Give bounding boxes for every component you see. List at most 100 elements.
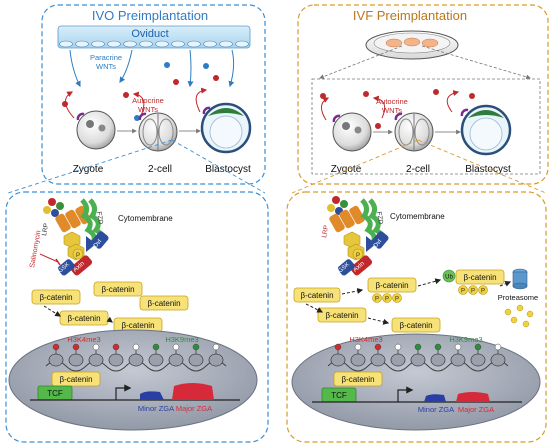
ivf-beta-text-nuclear: β-catenin (341, 375, 374, 384)
ivo-stage-blastocyst: Blastocyst (205, 164, 251, 175)
ivo-tcf-label: TCF (47, 389, 63, 398)
ivf-minor-zga-label: Minor ZGA (418, 405, 454, 414)
ivo-beta-text-3: β-catenin (147, 299, 180, 308)
ivo-beta-box-2 (93, 281, 143, 297)
ivf-p-1c: P (395, 297, 399, 303)
ivf-autocrine-label-1: Autocrine (376, 97, 408, 106)
ivo-autocrine-label-1: Autocrine (132, 96, 164, 105)
ivf-autocrine-arrows (321, 90, 460, 121)
ivo-beta-box-nuclear (51, 371, 101, 387)
ivo-title: IVO Preimplantation (92, 8, 208, 23)
ivo-autocrine-label-2: WNTs (138, 105, 158, 114)
ivf-tcf-label: TCF (331, 391, 347, 400)
ivf-blastocyst (460, 104, 512, 156)
ivo-bottom-panel: Cytomembrane FZD LRP Dvl P Axin GSK (5, 191, 269, 443)
ivf-beta-text-4: β-catenin (325, 311, 358, 320)
ivf-beta-box-1 (293, 287, 341, 303)
ivf-top-panel: IVF Preimplantation Autocrine WNTs (297, 4, 549, 185)
ivo-paracrine-arrows (69, 49, 235, 88)
ivo-beta-text-1: β-catenin (39, 293, 72, 302)
ivf-phospho-group-2: P P P (458, 285, 488, 295)
ivo-minor-zga-label: Minor ZGA (138, 404, 174, 413)
ivo-nucleus: H3K4me3 H3K9me3 β-catenin TCF Minor ZGA … (8, 329, 258, 431)
ivf-top-frame (297, 4, 549, 185)
ivf-zoom-lines (291, 139, 547, 194)
ivo-beta-catenin-group: β-catenin β-catenin β-catenin β-catenin … (31, 281, 189, 333)
ivf-bottom-panel: Cytomembrane FZD LRP Dvl P Axin GSK (286, 191, 547, 443)
oviduct: Oviduct (57, 25, 251, 49)
ivf-p-1a: P (375, 297, 379, 303)
ivo-zoom-lines (7, 139, 266, 194)
chromatin (45, 343, 227, 372)
ivo-beta-text-4: β-catenin (67, 314, 100, 323)
ivf-2cell (394, 112, 434, 152)
ivo-blastocyst (200, 102, 252, 154)
proteasome-label: Proteasome (498, 293, 538, 302)
ivf-receptor-complex: FZD LRP Dvl P Axin GSK (321, 196, 389, 276)
ivf-bottom-frame (286, 191, 547, 443)
ivo-receptor-complex: FZD LRP Dvl P Axin GSK Salinomycin (29, 198, 109, 276)
degraded-fragments (504, 304, 534, 328)
ivf-p-label: P (356, 253, 360, 259)
ivf-autocrine-label-2: WNTs (382, 106, 402, 115)
ivf-nucleus: H3K4me3 H3K9me3 β-catenin TCF Minor ZGA … (291, 333, 541, 431)
ivf-fzd-label: FZD (375, 211, 384, 225)
ivf-beta-box-nuclear (333, 371, 383, 387)
ivf-beta-box-4 (317, 307, 367, 323)
ivf-h3k4me3-label: H3K4me3 (349, 335, 382, 344)
ivf-beta-box-3 (455, 269, 505, 285)
ivf-beta-catenin-group: β-catenin β-catenin P P P Ub β-catenin P… (293, 268, 538, 333)
ivf-major-zga-label: Major ZGA (458, 405, 494, 414)
ivo-beta-arrows (43, 305, 113, 323)
ivo-paracrine-label-1: Paracrine (90, 53, 122, 62)
ivo-stage-zygote: Zygote (73, 164, 104, 175)
ivf-wnt-dots (320, 89, 475, 129)
ivo-cytomembrane-label: Cytomembrane (118, 214, 173, 223)
ivf-beta-box-5 (391, 317, 441, 333)
oviduct-label: Oviduct (131, 28, 168, 40)
ivf-p-2a: P (461, 289, 465, 295)
ivf-zygote (332, 112, 372, 152)
ivf-stage-blastocyst: Blastocyst (465, 164, 511, 175)
ivo-2cell (138, 112, 178, 152)
culture-dish (365, 30, 459, 60)
ivo-top-panel: IVO Preimplantation Oviduct Paracrine WN… (41, 4, 266, 185)
ivo-bottom-frame (5, 191, 269, 443)
ivo-stage-2cell: 2-cell (148, 164, 172, 175)
ivo-fzd-label: FZD (95, 211, 104, 225)
chromatin (327, 343, 509, 372)
ivo-h3k9me3-label: H3K9me3 (165, 335, 198, 344)
ivf-cytomembrane-label: Cytomembrane (390, 212, 445, 221)
ivf-ub-label: Ub (445, 275, 453, 281)
ivo-beta-box-1 (31, 289, 81, 305)
ivf-beta-text-5: β-catenin (399, 321, 432, 330)
ubiquitin-icon (442, 269, 456, 283)
ivf-dish-zoom (311, 45, 541, 175)
ivf-p-2b: P (471, 289, 475, 295)
ivo-beta-text-2: β-catenin (101, 285, 134, 294)
ivo-major-zga-label: Major ZGA (176, 404, 212, 413)
ivo-beta-box-3 (139, 295, 189, 311)
ivf-beta-text-1: β-catenin (300, 291, 333, 300)
ivf-beta-text-2: β-catenin (375, 281, 408, 290)
ivf-p-2c: P (481, 289, 485, 295)
ivo-wnt-dots (62, 62, 219, 129)
proteasome-icon (512, 268, 528, 290)
ivo-top-frame (41, 4, 266, 185)
ivf-title: IVF Preimplantation (353, 8, 467, 23)
ivf-stage-zygote: Zygote (331, 164, 362, 175)
ivo-beta-text-5: β-catenin (121, 321, 154, 330)
ivf-beta-arrows (305, 278, 512, 325)
ivo-paracrine-label-2: WNTs (96, 62, 116, 71)
ivo-h3k4me3-label: H3K4me3 (67, 335, 100, 344)
ivo-salinomycin-label: Salinomycin (29, 230, 42, 268)
ivf-lrp-label: LRP (321, 225, 330, 239)
ivf-phospho-group-1: P P P (372, 293, 402, 303)
ivo-p-label: P (76, 253, 80, 259)
ivf-stage-2cell: 2-cell (406, 164, 430, 175)
ivo-lrp-label: LRP (41, 223, 50, 237)
ivf-h3k9me3-label: H3K9me3 (449, 335, 482, 344)
ivf-beta-text-3: β-catenin (463, 273, 496, 282)
ivo-dvl-label: Dvl (93, 239, 103, 249)
